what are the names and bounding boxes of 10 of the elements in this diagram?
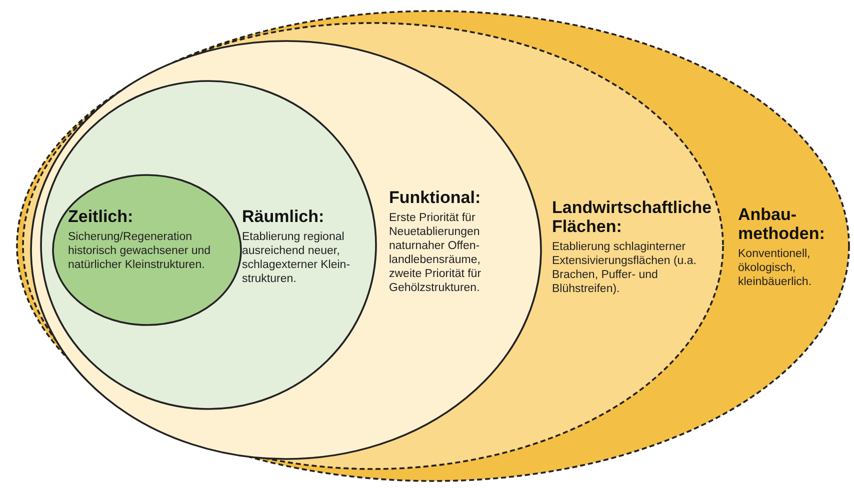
- heading: Landwirtschaftliche Flächen:: [552, 198, 713, 236]
- heading: Zeitlich:: [68, 207, 134, 226]
- description: Erste Priorität für Neuetablierungen naturnaher Offen- landlebensräume, zweite Priorität für Gehölzstrukturen.: [389, 211, 482, 295]
- description: Etablierung schlaginterner Extensivierungsflächen (u.a. Brachen, Puffer- und Blühstreifen).: [552, 240, 698, 296]
- description: Konventionell, ökologisch, kleinbäuerlich.: [738, 247, 813, 289]
- heading: Anbau- methoden:: [738, 205, 826, 243]
- heading: Funktional:: [389, 188, 482, 207]
- heading: Räumlich:: [242, 207, 326, 226]
- description: Etablierung regional ausreichend neuer, schlagexterner Klein- strukturen.: [242, 230, 352, 286]
- description: Sicherung/Regeneration historisch gewachsener und natürlicher Kleinstrukturen.: [68, 230, 212, 272]
